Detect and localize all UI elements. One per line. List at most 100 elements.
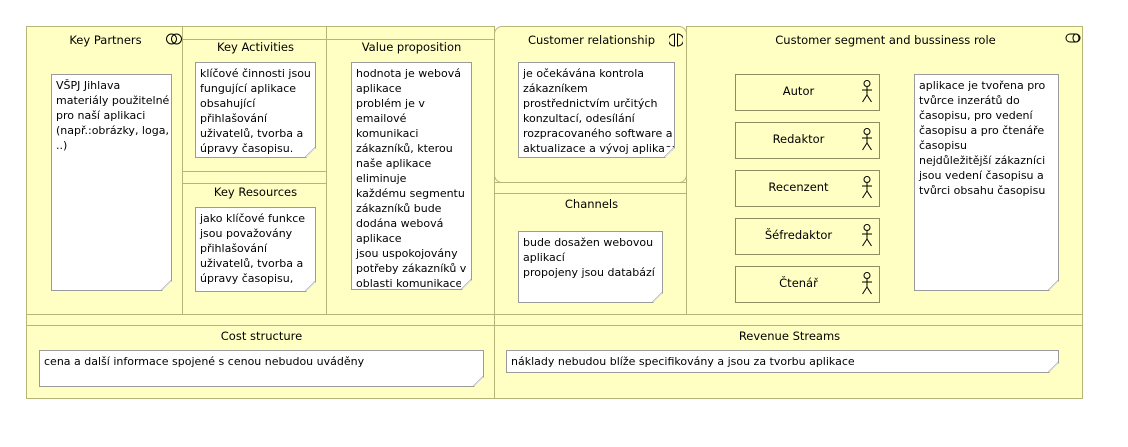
section-title: Key Resources	[213, 185, 298, 199]
note-line: zákazníků, kterou	[356, 142, 453, 155]
note-line: prostřednictvím určitých	[523, 97, 658, 110]
section-title: Channels	[564, 197, 619, 211]
note-fold	[305, 281, 315, 291]
note-line: rozpracovaného software a	[523, 127, 673, 140]
note-line: (např.:obrázky, loga,	[56, 124, 169, 137]
section-title: Customer segment and bussiness role	[775, 33, 996, 47]
note-line: aplikace je tvořena pro	[919, 79, 1046, 92]
note-line: komunikaci	[356, 127, 419, 140]
note-line: potřeby zákazníků v	[356, 262, 467, 275]
revenue-streams-section[interactable]: Revenue Streams náklady nebudou blíže sp…	[494, 314, 1083, 399]
actor-icon	[862, 272, 872, 295]
note-line: bude dosažen webovou	[523, 236, 654, 249]
key-resources-section[interactable]: Key Resources jako klíčové funkce jsou p…	[182, 171, 327, 315]
section-title: Value proposition	[361, 40, 462, 54]
note-line: časopisu a pro čtenáře	[919, 124, 1045, 137]
channels-note[interactable]: bude dosažen webovou aplikací propojeny …	[518, 231, 663, 303]
note-line: ..)	[56, 139, 68, 152]
note-line: aplikace	[356, 232, 402, 245]
revenue-streams-note[interactable]: náklady nebudou blíže specifikovány a js…	[506, 350, 1059, 373]
key-activities-note[interactable]: klíčové činnosti jsou fungující aplikace…	[195, 62, 316, 158]
note-line: je očekávána kontrola	[523, 67, 645, 80]
value-proposition-section[interactable]: Value proposition hodnota je webová apli…	[326, 26, 495, 315]
note-line: jsou uspokojovány	[356, 247, 458, 260]
note-line: úpravy časopisu,	[200, 272, 294, 285]
note-line: přihlašování	[200, 242, 268, 255]
note-line: materiály použitelné	[56, 94, 170, 107]
note-line: uživatelů, tvorba a	[200, 127, 304, 140]
note-line: nejdůležitější zákazníci	[919, 154, 1046, 167]
customer-segment-section[interactable]: Customer segment and bussiness role Auto…	[686, 26, 1083, 315]
note-line: pro naší aplikaci	[56, 109, 146, 122]
note-line: zákazníkem	[523, 82, 588, 95]
customer-relationship-section[interactable]: Customer relationship je očekávána kontr…	[494, 26, 687, 183]
cost-structure-section[interactable]: Cost structure cena a další informace sp…	[26, 314, 495, 399]
section-title: Customer relationship	[527, 33, 656, 47]
key-partners-note[interactable]: VŠPJ Jihlava materiály použitelné pro na…	[51, 74, 172, 291]
key-activities-section[interactable]: Key Activities klíčové činnosti jsou fun…	[182, 26, 327, 172]
actor-label: Redaktor	[772, 132, 825, 146]
note-line: každému segmentu	[356, 187, 465, 200]
actor-autor[interactable]: Autor	[735, 74, 880, 111]
key-resources-note[interactable]: jako klíčové funkce jsou považovány přih…	[195, 207, 316, 292]
collaboration-icon	[166, 33, 182, 45]
note-line: jsou považovány	[200, 227, 293, 240]
value-proposition-note[interactable]: hodnota je webová aplikace problém je v …	[351, 62, 472, 290]
note-line: klíčové činnosti jsou	[200, 67, 311, 80]
note-line: přihlašování	[200, 112, 268, 125]
note-line: jsou vedení časopisu a	[919, 169, 1044, 182]
note-line: úpravy časopisu.	[200, 142, 294, 155]
note-fold	[305, 147, 315, 157]
note-line: časopisu, pro vedení	[919, 109, 1033, 122]
actor-sefredaktor[interactable]: Šéfredaktor	[735, 218, 880, 255]
cost-structure-note[interactable]: cena a další informace spojené s cenou n…	[39, 350, 484, 387]
note-fold	[1048, 280, 1058, 290]
divider	[495, 325, 1082, 326]
note-line: časopisu	[919, 139, 967, 152]
interaction-icon	[669, 33, 683, 47]
actor-icon	[862, 224, 872, 247]
actor-ctenar[interactable]: Čtenář	[735, 266, 880, 303]
section-title: Cost structure	[220, 329, 303, 343]
section-title: Revenue Streams	[738, 329, 841, 343]
divider	[27, 325, 494, 326]
actor-redaktor[interactable]: Redaktor	[735, 122, 880, 159]
divider	[495, 193, 686, 194]
section-title: Key Activities	[217, 40, 294, 54]
divider	[183, 39, 326, 40]
note-fold	[473, 376, 483, 386]
role-icon	[1065, 33, 1081, 43]
note-fold	[664, 147, 674, 157]
note-line: oblasti komunikace	[356, 277, 463, 290]
note-fold	[652, 292, 662, 302]
actor-label: Šéfredaktor	[764, 228, 833, 242]
actor-recenzent[interactable]: Recenzent	[735, 170, 880, 207]
note-line: tvůrce inzerátů do	[919, 94, 1020, 107]
divider	[327, 39, 494, 40]
customer-relationship-note[interactable]: je očekávána kontrola zákazníkem prostře…	[518, 62, 675, 158]
note-line: jako klíčové funkce	[200, 212, 306, 225]
note-line: dodána webová	[356, 217, 444, 230]
key-partners-section[interactable]: Key Partners VŠPJ Jihlava materiály použ…	[26, 26, 183, 315]
note-line: VŠPJ Jihlava	[56, 79, 121, 92]
note-line: cena a další informace spojené s cenou n…	[44, 355, 365, 368]
channels-section[interactable]: Channels bude dosažen webovou aplikací p…	[494, 182, 687, 315]
note-line: náklady nebudou blíže specifikovány a js…	[511, 355, 855, 368]
note-line: aplikací	[523, 251, 565, 264]
note-line: tvůrci obsahu časopisu	[919, 184, 1046, 197]
actor-icon	[862, 176, 872, 199]
actor-label: Autor	[782, 84, 815, 98]
note-line: uživatelů, tvorba a	[200, 257, 304, 270]
section-title: Key Partners	[69, 33, 142, 47]
customer-segment-note[interactable]: aplikace je tvořena pro tvůrce inzerátů …	[914, 74, 1059, 291]
note-line: fungující aplikace	[200, 82, 297, 95]
note-line: zákazníků bude	[356, 202, 442, 215]
note-fold	[161, 280, 171, 290]
note-line: problém je v	[356, 97, 425, 110]
actor-label: Čtenář	[779, 276, 818, 290]
note-line: hodnota je webová	[356, 67, 461, 80]
note-line: obsahující	[200, 97, 256, 110]
actor-label: Recenzent	[768, 180, 829, 194]
actor-icon	[862, 128, 872, 151]
note-line: aktualizace a vývoj aplikace	[523, 142, 675, 155]
